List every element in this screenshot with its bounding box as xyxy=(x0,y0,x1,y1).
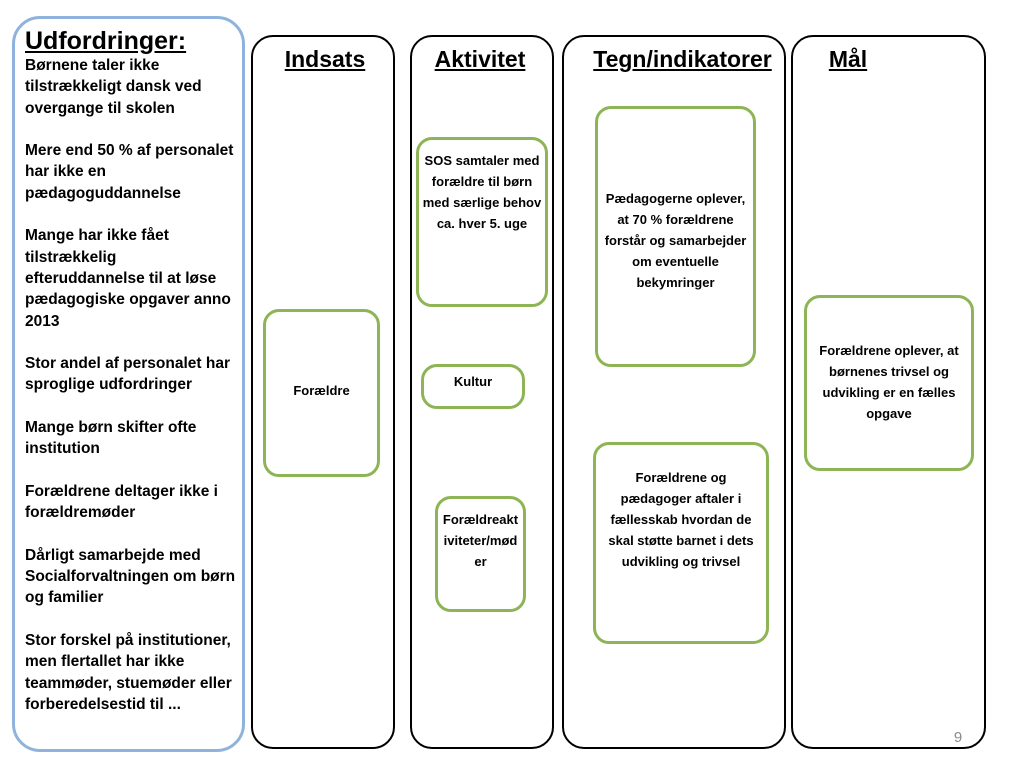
box-foraeldreaktiviteter: Forældreakt iviteter/mød er xyxy=(435,496,526,612)
challenge-item: Børnene taler ikke tilstrækkeligt dansk … xyxy=(25,57,202,117)
box-paedagoger-oplever: Pædagogerne oplever, at 70 % forældrene … xyxy=(595,106,756,367)
box-foraeldre: Forældre xyxy=(263,309,380,477)
box-maal: Forældrene oplever, at børnenes trivsel … xyxy=(804,295,974,471)
challenge-item: Stor andel af personalet har sproglige u… xyxy=(25,355,230,394)
box-foraeldreaktiviteter-label: Forældreakt iviteter/mød er xyxy=(442,512,519,569)
challenges-panel: Udfordringer: Børnene taler ikke tilstræ… xyxy=(12,16,245,752)
box-aftaler-label: Forældrene og pædagoger aftaler i fælles… xyxy=(608,470,754,569)
box-paedagoger-oplever-label: Pædagogerne oplever, at 70 % forældrene … xyxy=(604,191,747,290)
challenge-item: Mere end 50 % af personalet har ikke en … xyxy=(25,142,234,202)
box-foraeldre-label: Forældre xyxy=(293,383,350,398)
challenge-item: Forældrene deltager ikke i forældremøder xyxy=(25,482,218,522)
column-header-tegn-indikatorer: Tegn/indikatorer xyxy=(593,46,772,72)
column-header-maal: Mål xyxy=(828,46,868,72)
challenges-text: Udfordringer: Børnene taler ikke tilstræ… xyxy=(25,27,237,737)
challenge-item: Mange børn skifter ofte institution xyxy=(25,419,197,458)
challenges-title: Udfordringer: xyxy=(25,27,187,55)
box-aftaler: Forældrene og pædagoger aftaler i fælles… xyxy=(593,442,769,644)
box-sos-samtaler: SOS samtaler med forældre til børn med s… xyxy=(416,137,548,307)
box-maal-label: Forældrene oplever, at børnenes trivsel … xyxy=(819,343,959,421)
challenge-item: Dårligt samarbejde med Socialforvaltning… xyxy=(25,546,236,607)
challenge-item: Stor forskel på institutioner, men flert… xyxy=(25,632,232,713)
column-header-aktivitet: Aktivitet xyxy=(434,46,526,72)
box-kultur: Kultur xyxy=(421,364,525,409)
page-number: 9 xyxy=(953,729,963,746)
box-sos-samtaler-label: SOS samtaler med forældre til børn med s… xyxy=(422,153,542,231)
box-kultur-label: Kultur xyxy=(453,374,493,389)
column-header-indsats: Indsats xyxy=(284,46,366,72)
challenge-item: Mange har ikke fået tilstrækkelig efteru… xyxy=(25,227,231,330)
